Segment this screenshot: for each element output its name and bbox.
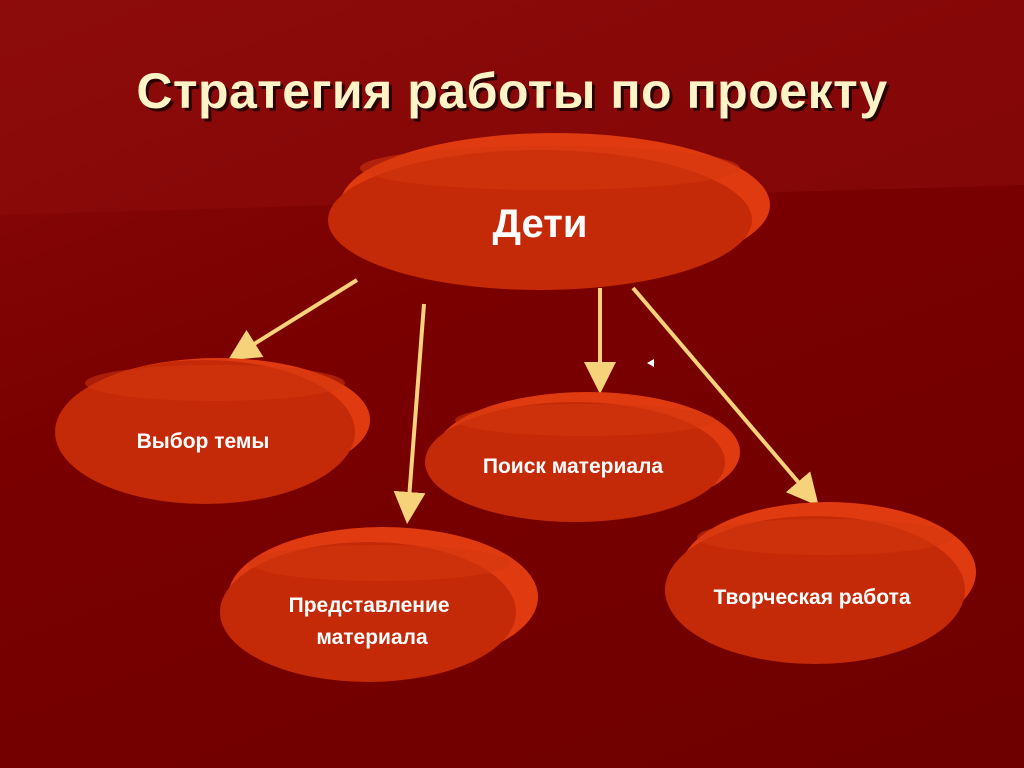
arrow-to-creative xyxy=(631,286,819,507)
node-root: Дети xyxy=(328,133,770,290)
slide-title: Стратегия работы по проекту xyxy=(136,63,888,119)
node-search: Поиск материала xyxy=(425,392,740,522)
node-presentation-label: Представление материала xyxy=(289,594,456,649)
arrow-to-presentation xyxy=(393,303,426,524)
node-presentation-line2: материала xyxy=(316,626,428,649)
node-creative-label: Творческая работа xyxy=(713,586,910,609)
node-search-label: Поиск материала xyxy=(483,455,664,478)
node-presentation-line1: Представление xyxy=(289,594,450,617)
node-root-label: Дети xyxy=(493,202,588,246)
node-presentation: Представление материала xyxy=(220,527,538,682)
cursor-icon xyxy=(647,359,654,367)
node-topic-label: Выбор темы xyxy=(137,430,270,453)
arrow-to-topic xyxy=(227,278,359,361)
node-topic: Выбор темы xyxy=(55,358,370,504)
node-creative: Творческая работа xyxy=(665,502,976,664)
arrows xyxy=(227,278,819,524)
